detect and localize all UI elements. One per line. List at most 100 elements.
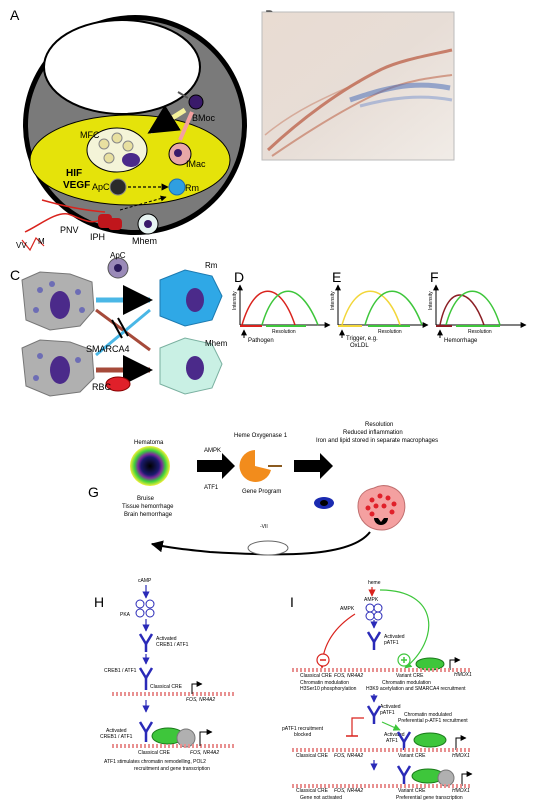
panel-h-letter: H bbox=[94, 594, 104, 610]
i-hmox1-1: HMOX1 bbox=[454, 672, 472, 678]
i-hmox1-2: HMOX1 bbox=[452, 753, 470, 759]
i-patf1-1: pATF1 bbox=[384, 640, 399, 646]
panel-h: H cAMP PKA Activated CREB1 / ATF1 CREB1 … bbox=[94, 578, 236, 772]
iron-lipid-label: Iron and lipid stored in separate macrop… bbox=[316, 438, 438, 444]
i-not-activated: Gene not activated bbox=[300, 795, 342, 801]
apc-cell bbox=[109, 178, 127, 196]
rm-label-c: Rm bbox=[205, 261, 218, 270]
g-ampk-label: AMPK bbox=[204, 448, 221, 454]
panel-c-letter: C bbox=[10, 267, 20, 283]
rbc-cell bbox=[105, 376, 131, 392]
e-trigger-line2: OxLDL bbox=[350, 343, 369, 349]
bmoc-label: BMoc bbox=[192, 113, 216, 123]
i-cofactor bbox=[437, 769, 455, 787]
d-resolution-curve bbox=[261, 290, 319, 326]
return-arrow bbox=[150, 531, 371, 556]
i-patf1-dimer bbox=[366, 631, 382, 645]
smarca4-label: SMARCA4 bbox=[86, 344, 130, 354]
d-resolution-label: Resolution bbox=[272, 329, 296, 335]
vii-label: -VII bbox=[260, 524, 268, 530]
hif-label: HIF bbox=[66, 168, 82, 179]
bmoc-to-mfc-arrow bbox=[147, 104, 187, 135]
i-blocked-2: blocked bbox=[294, 732, 311, 738]
rm-cell bbox=[168, 178, 186, 196]
i-h3s-label: H3Ser10 phosphorylation bbox=[300, 686, 357, 692]
gene-program-label: Gene Program bbox=[242, 489, 281, 495]
neovessel bbox=[41, 199, 106, 213]
e-ylabel: Intensity bbox=[330, 291, 336, 310]
e-resolution-label: Resolution bbox=[378, 329, 402, 335]
h-classical-cre-1: Classical CRE bbox=[150, 684, 183, 690]
i-classical-cre-2: Classical CRE bbox=[296, 753, 329, 759]
iph-label: IPH bbox=[90, 232, 105, 242]
h-caption-2: recruitment and gene transcription bbox=[134, 766, 210, 772]
h-fos-1: FOS, NR4A2 bbox=[186, 697, 215, 703]
vii-ellipse bbox=[247, 540, 289, 556]
i-ampk-label-2: AMPK bbox=[340, 606, 355, 612]
panel-i-letter: I bbox=[290, 594, 294, 610]
heme-oxygenase-label: Heme Oxygenase 1 bbox=[234, 433, 288, 439]
vegf-label: VEGF bbox=[63, 180, 90, 191]
vessel-lumen bbox=[43, 19, 201, 115]
vv-label: VV bbox=[16, 241, 27, 250]
i-chrom-mod-2: Chromatin modulated bbox=[404, 712, 452, 718]
i-fos-3: FOS, NR4A2 bbox=[334, 788, 363, 794]
lipid-macrophage bbox=[357, 485, 406, 531]
f-resolution-label: Resolution bbox=[468, 329, 492, 335]
i-chromatin-mod-1: Chromatin modulation bbox=[300, 680, 349, 686]
panel-i: I heme AMPK AMPK Activated pATF1 HMOX1 C… bbox=[282, 580, 473, 801]
i-ampk-complex bbox=[365, 603, 375, 613]
imac-label: IMac bbox=[186, 159, 206, 169]
f-inflammation-curve bbox=[439, 294, 485, 326]
apc-label: ApC bbox=[92, 182, 110, 192]
rbc-label: RBC bbox=[92, 382, 112, 392]
apc-label-c: ApC bbox=[110, 251, 126, 260]
panel-c: C ApC SMARCA4 RBC Rm Mhem bbox=[10, 251, 228, 397]
h-creb-atf-2: CREB1 / ATF1 bbox=[104, 668, 137, 674]
i-fos-2: FOS, NR4A2 bbox=[334, 753, 363, 759]
f-resolution-curve bbox=[445, 290, 501, 326]
i-pref-recruit: Preferential p-ATF1 recruitment bbox=[398, 718, 468, 724]
brain-hemorrhage-label: Brain hemorrhage bbox=[124, 512, 173, 518]
e-trigger-line1: Trigger, e.g. bbox=[346, 336, 378, 342]
hematoma-label: Hematoma bbox=[134, 440, 164, 446]
pnv-label: PNV bbox=[60, 225, 79, 235]
i-atf1-3: ATF1 bbox=[386, 738, 398, 744]
g-atf1-label: ATF1 bbox=[204, 485, 219, 491]
i-h3k9-label: H3K9 acetylation and SMARCA4 recruitment bbox=[366, 686, 466, 692]
ampk-arrow bbox=[197, 453, 235, 479]
panel-f-letter: F bbox=[430, 269, 439, 285]
g-resolution-label: Resolution bbox=[365, 422, 393, 428]
h-creb-atf-3: CREB1 / ATF1 bbox=[100, 734, 133, 740]
camp-label: cAMP bbox=[138, 578, 152, 584]
i-hmox1-3: HMOX1 bbox=[452, 788, 470, 794]
reduced-inflammation-label: Reduced inflammation bbox=[343, 430, 403, 436]
i-ampk-label-1: AMPK bbox=[364, 597, 379, 603]
pka-label: PKA bbox=[120, 612, 131, 618]
tissue-hemorrhage-label: Tissue hemorrhage bbox=[122, 504, 174, 510]
f-ylabel: Intensity bbox=[428, 291, 434, 310]
mhem-label-c: Mhem bbox=[205, 339, 228, 348]
panel-b: B bbox=[261, 7, 455, 161]
rm-label: Rm bbox=[185, 183, 199, 193]
i-activated-3: Activated bbox=[384, 732, 405, 738]
mfc-label: MFC bbox=[80, 130, 100, 140]
panel-e-letter: E bbox=[332, 269, 341, 285]
i-variant-cre-3: Variant CRE bbox=[398, 788, 426, 794]
panel-g: G Hematoma Bruise Tissue hemorrhage Brai… bbox=[88, 422, 438, 556]
panel-d: D Intensity Resolution Pathogen bbox=[232, 269, 331, 344]
h-fos-2: FOS, NR4A2 bbox=[190, 750, 219, 756]
d-ylabel: Intensity bbox=[232, 291, 238, 310]
e-inflammation-curve bbox=[341, 290, 401, 326]
m-label: M bbox=[38, 237, 45, 246]
i-fos-1: FOS, NR4A2 bbox=[334, 673, 363, 679]
i-activated-2: Activated bbox=[380, 704, 401, 710]
i-pref-transcription: Preferential gene transcription bbox=[396, 795, 463, 801]
panel-a-letter: A bbox=[10, 7, 20, 23]
i-pol2-mid bbox=[413, 732, 447, 748]
panel-g-letter: G bbox=[88, 484, 99, 500]
mhem-label: Mhem bbox=[132, 236, 157, 246]
i-classical-cre-1: Classical CRE bbox=[300, 673, 333, 679]
bruise-label: Bruise bbox=[137, 496, 155, 502]
